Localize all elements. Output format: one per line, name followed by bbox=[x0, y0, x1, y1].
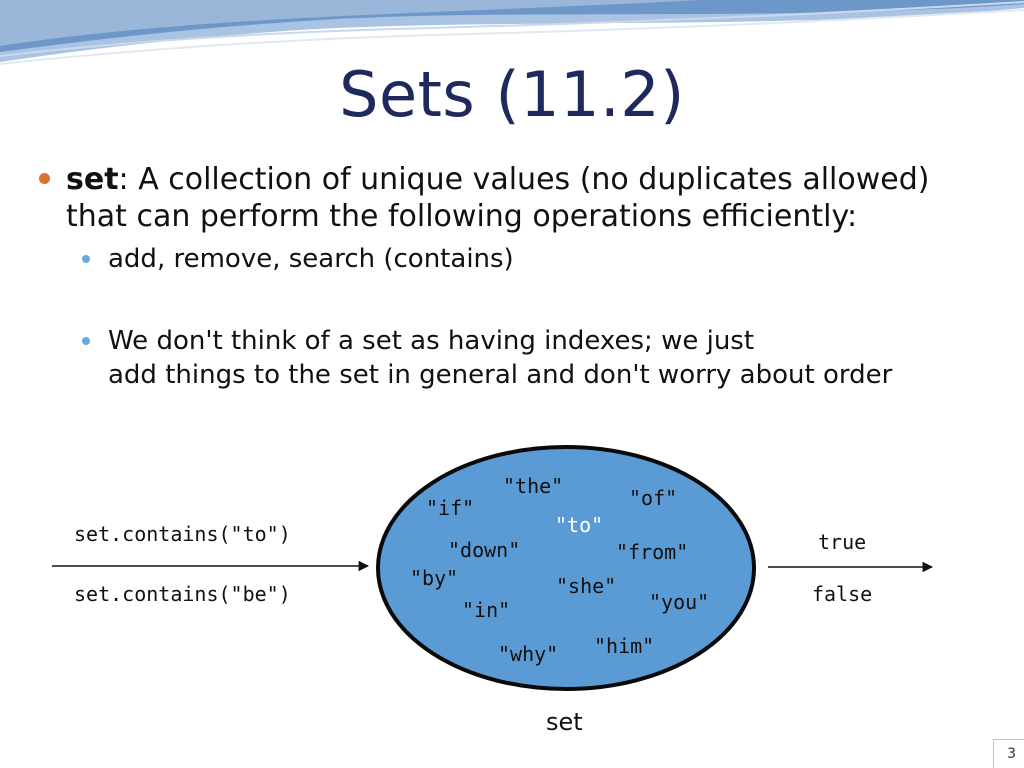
set-element: "of" bbox=[629, 486, 678, 510]
sub-bullet-indexes-line-2: add things to the set in general and don… bbox=[108, 360, 893, 390]
set-element: "she" bbox=[556, 574, 617, 598]
sub-bullet-icon bbox=[82, 255, 90, 263]
contains-call-be: set.contains("be") bbox=[74, 582, 291, 606]
set-definition: : A collection of unique values (no dupl… bbox=[118, 162, 930, 197]
header-swoosh bbox=[0, 0, 1024, 65]
contains-call-to: set.contains("to") bbox=[74, 522, 291, 546]
set-element: "if" bbox=[426, 496, 475, 520]
set-element-highlighted: "to" bbox=[555, 513, 604, 537]
sub-bullet-operations: add, remove, search (contains) bbox=[108, 244, 514, 274]
set-element: "from" bbox=[616, 540, 689, 564]
set-element: "by" bbox=[410, 566, 459, 590]
sub-bullet-icon bbox=[82, 337, 90, 345]
slide-title: Sets (11.2) bbox=[339, 58, 685, 131]
set-element: "down" bbox=[448, 538, 521, 562]
sub-bullet-indexes-line-1: We don't think of a set as having indexe… bbox=[108, 326, 755, 356]
set-element: "why" bbox=[498, 642, 559, 666]
set-term: set bbox=[66, 162, 119, 197]
main-bullet-line-2: that can perform the following operation… bbox=[66, 199, 858, 234]
set-element: "you" bbox=[649, 590, 710, 614]
set-label: set bbox=[546, 708, 583, 736]
page-number: 3 bbox=[1007, 746, 1016, 762]
result-false: false bbox=[812, 582, 873, 606]
main-bullet-line-1: set: A collection of unique values (no d… bbox=[66, 161, 929, 198]
result-true: true bbox=[818, 530, 867, 554]
set-element: "the" bbox=[503, 474, 564, 498]
page-corner bbox=[993, 739, 1024, 768]
set-element: "in" bbox=[462, 598, 511, 622]
set-element: "him" bbox=[594, 634, 655, 658]
main-bullet-icon bbox=[39, 173, 50, 184]
